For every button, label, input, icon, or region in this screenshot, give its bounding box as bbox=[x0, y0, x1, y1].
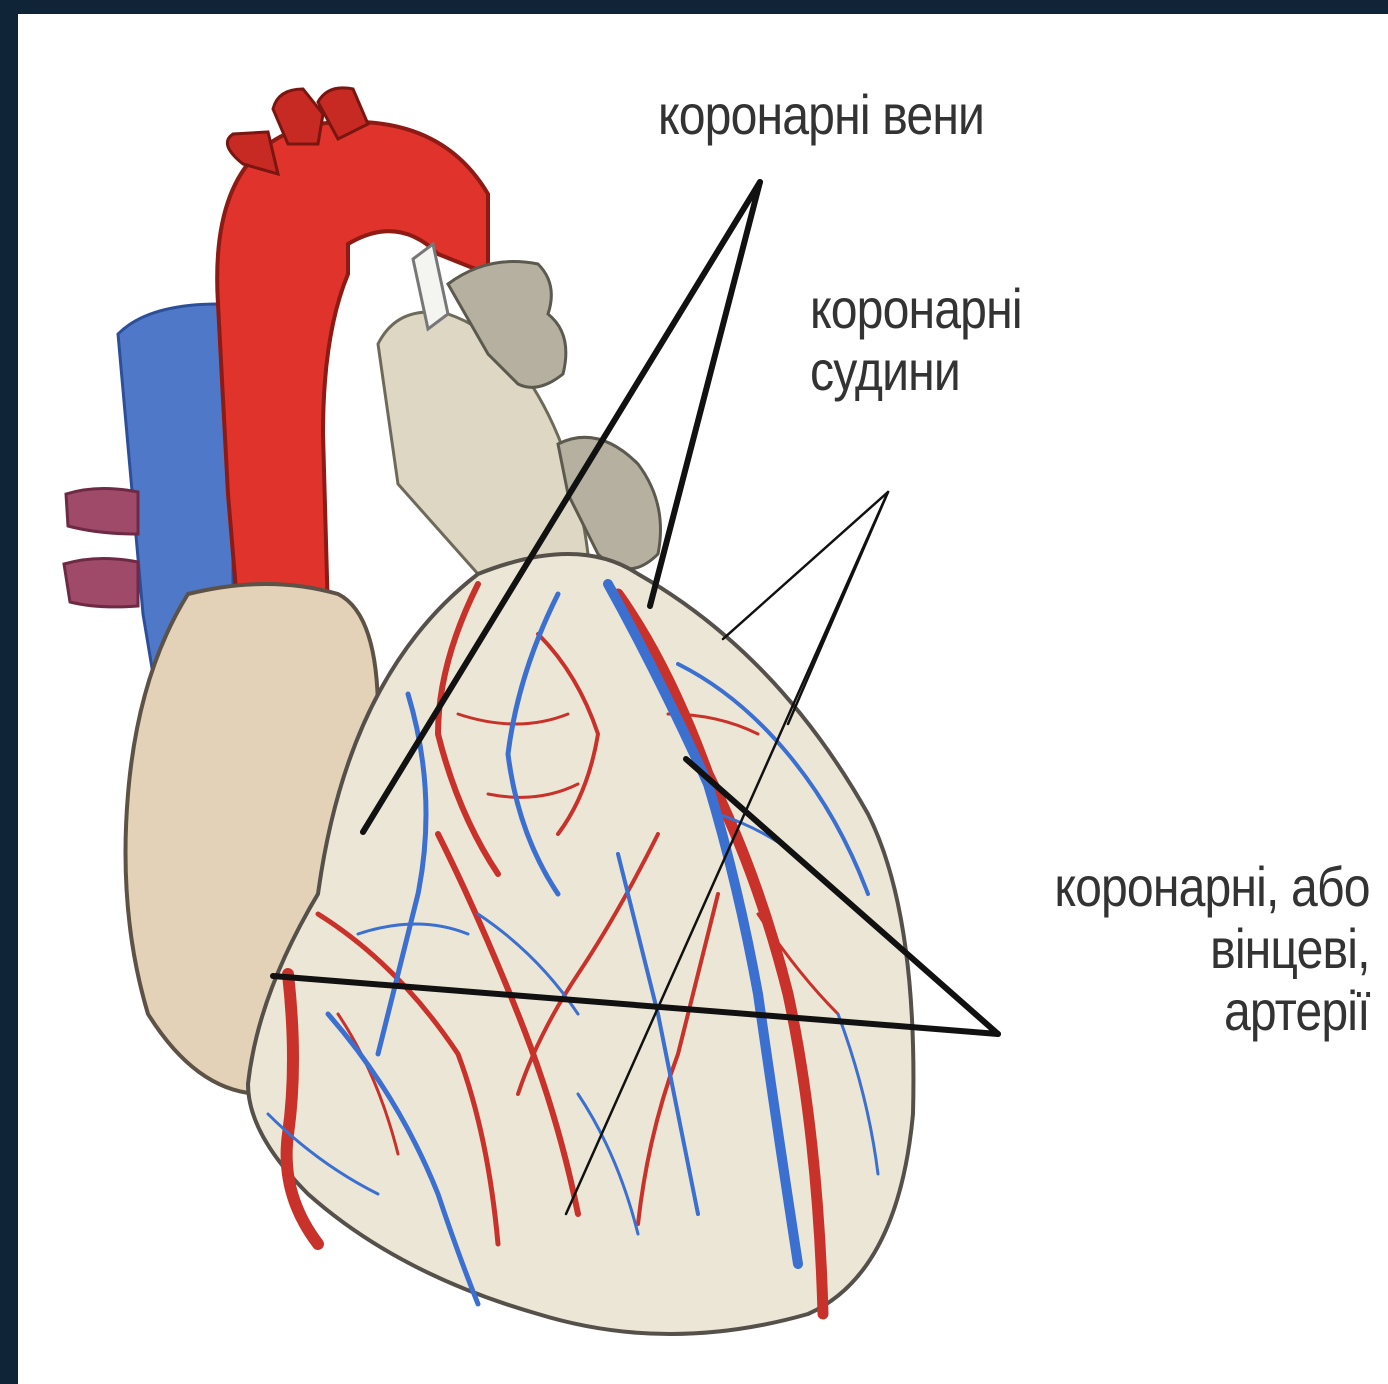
label-coronary-arteries-line-1: коронарні, або bbox=[1055, 856, 1370, 918]
label-coronary-vessels-line-1: коронарні bbox=[810, 278, 1022, 340]
diagram-panel: коронарні вени коронарні судини коронарн… bbox=[18, 14, 1388, 1384]
label-coronary-arteries: коронарні, або вінцеві, артерії bbox=[1055, 856, 1370, 1042]
heart-illustration bbox=[18, 14, 1388, 1384]
label-coronary-arteries-line-2: вінцеві, bbox=[1055, 918, 1370, 980]
label-coronary-veins: коронарні вени bbox=[658, 84, 984, 146]
pulmonary-veins bbox=[64, 488, 138, 606]
label-coronary-veins-text: коронарні вени bbox=[658, 84, 984, 146]
label-coronary-vessels: коронарні судини bbox=[810, 278, 1022, 402]
label-coronary-vessels-line-2: судини bbox=[810, 340, 1022, 402]
label-coronary-arteries-line-3: артерії bbox=[1055, 980, 1370, 1042]
